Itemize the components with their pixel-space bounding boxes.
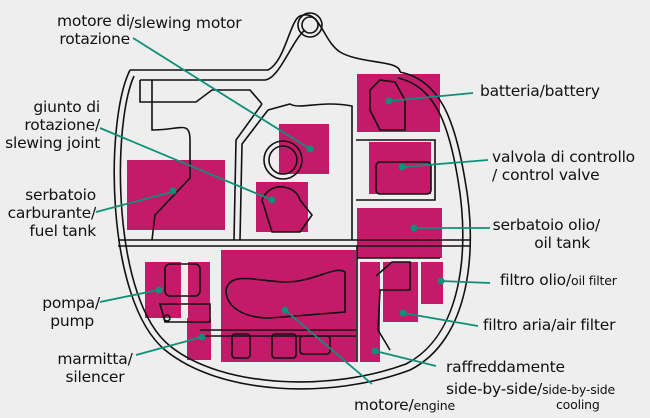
label-text: pompa (42, 294, 95, 312)
label-text: rotazione (24, 116, 95, 134)
label-text: pump (50, 312, 94, 330)
dot-silencer (198, 333, 206, 341)
label-text: serbatoio olio (492, 216, 596, 234)
dot-engine (281, 306, 289, 314)
separator: / (127, 350, 133, 368)
label-slewing-motor-en: /slewing motor (129, 14, 242, 32)
leader-cooling (374, 350, 437, 367)
label-text: side-by-side (446, 380, 538, 398)
dot-battery (385, 97, 393, 105)
label-text: silencer (65, 368, 125, 386)
separator: / (594, 216, 600, 234)
leader-oil-filter (440, 280, 491, 284)
label-text: batteria (480, 82, 540, 100)
dot-air-filter (399, 309, 407, 317)
dot-control-valve (398, 163, 406, 171)
leader-lines (95, 37, 491, 385)
dot-fuel-tank (169, 187, 177, 195)
label-text: rotazione (59, 30, 130, 48)
separator: / (551, 316, 557, 334)
label-text: air filter (556, 316, 616, 334)
label-fuel-tank: serbatoio carburante/ fuel tank (0, 186, 97, 240)
leader-dots (155, 97, 445, 355)
label-text: control valve (501, 166, 600, 184)
label-text: motore (354, 396, 409, 414)
label-cooling: side-by-side/side-by-side (446, 380, 615, 399)
separator: / (539, 82, 545, 100)
separator: / (94, 294, 100, 312)
leader-slewing-joint (99, 127, 273, 201)
leader-engine (284, 309, 373, 385)
label-text: engine (413, 398, 456, 413)
label-slewing-motor-it: motore di rotazione (40, 12, 130, 48)
separator: / (90, 204, 96, 222)
component-blocks (127, 74, 443, 362)
leader-silencer (135, 336, 203, 356)
separator: / (94, 116, 100, 134)
block-cooling-1 (360, 262, 380, 362)
block-engine (221, 250, 356, 362)
label-text: side-by-side (542, 382, 616, 397)
label-text: oil tank (534, 234, 590, 252)
block-pump (145, 262, 181, 318)
separator: / (492, 166, 498, 184)
label-pump: pompa/ pump (30, 294, 100, 330)
leader-control-valve (401, 159, 489, 168)
label-cooling-en-2: cooling (556, 396, 600, 414)
dot-oil-filter (437, 277, 445, 285)
label-text: filtro olio (500, 271, 566, 289)
label-text: raffreddamente (446, 358, 565, 376)
block-oil-tank (357, 208, 442, 258)
block-slewing-motor (279, 124, 329, 174)
label-text: slewing joint (5, 134, 100, 152)
leader-pump (99, 289, 159, 303)
label-text: giunto di (33, 98, 100, 116)
label-text: slewing motor (134, 14, 242, 32)
label-control-valve: valvola di controllo / control valve (492, 148, 635, 184)
dot-slewing-motor (306, 145, 314, 153)
label-engine: motore/engine (354, 396, 455, 415)
label-cooling-it-1: raffreddamente (446, 358, 565, 376)
label-text: cooling (556, 397, 600, 412)
leader-battery (388, 92, 474, 102)
separator: / (408, 396, 414, 414)
label-oil-tank: serbatoio olio/ oil tank (490, 216, 601, 252)
label-text: serbatoio (25, 186, 96, 204)
label-silencer: marmitta/ silencer (50, 350, 140, 386)
separator: / (537, 380, 543, 398)
label-air-filter: filtro aria/air filter (483, 316, 615, 334)
separator: / (129, 14, 135, 32)
separator: / (565, 271, 571, 289)
leader-slewing-motor (132, 37, 311, 150)
block-fuel-tank (127, 160, 225, 230)
dot-cooling (371, 347, 379, 355)
dot-pump (155, 286, 163, 294)
label-text: battery (544, 82, 600, 100)
dot-oil-tank (410, 224, 418, 232)
machine-outline (113, 12, 472, 390)
leader-air-filter (402, 312, 479, 327)
dot-slewing-joint (268, 196, 276, 204)
label-text: marmitta (57, 350, 128, 368)
label-text: filtro aria (483, 316, 552, 334)
label-slewing-joint: giunto di rotazione/ slewing joint (0, 98, 100, 152)
block-oil-filter (421, 262, 443, 304)
block-pump-2 (188, 262, 210, 318)
label-text: fuel tank (29, 222, 96, 240)
label-battery: batteria/battery (480, 82, 600, 100)
label-text: motore di (57, 12, 130, 30)
label-text: valvola di controllo (492, 148, 635, 166)
leader-fuel-tank (95, 191, 173, 213)
label-text: oil filter (571, 273, 617, 288)
label-oil-filter: filtro olio/oil filter (500, 271, 617, 290)
label-text: carburante (7, 204, 92, 222)
block-silencer (187, 318, 211, 360)
